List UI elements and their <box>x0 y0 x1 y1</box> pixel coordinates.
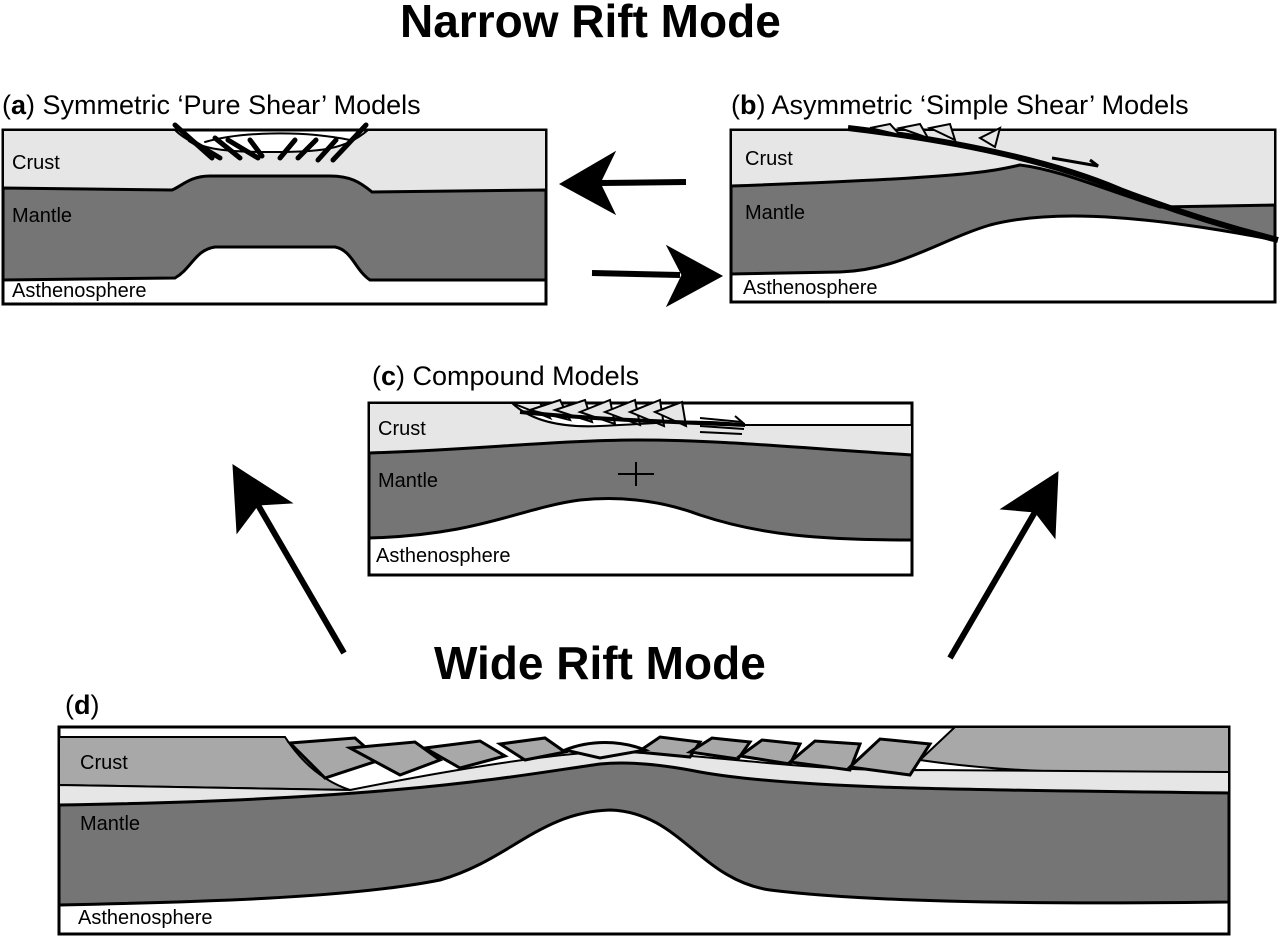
panel-d-title: (d) <box>65 690 100 720</box>
panel-d-tilted-blocks <box>286 735 933 780</box>
panel-d-mantle-label: Mantle <box>80 813 141 835</box>
panel-b-detachment-fault <box>847 125 1279 243</box>
panel-d-mantle <box>57 761 1231 907</box>
arrow-right-head <box>665 244 724 308</box>
panel-a-crust-label: Crust <box>12 152 60 174</box>
panel-a-mantle-label: Mantle <box>12 205 73 227</box>
panel-a <box>1 122 548 306</box>
panel-a-mantle <box>1 174 548 282</box>
arrow-left-head <box>558 150 617 216</box>
panel-c-cross-marker <box>618 462 654 486</box>
panel-c-title-text: Compound Models <box>412 361 640 391</box>
wide-rift-mode-title: Wide Rift Mode <box>434 637 766 689</box>
panel-c-title: (c) Compound Models <box>372 361 640 391</box>
panel-c-asthenosphere-label: Asthenosphere <box>376 545 511 567</box>
panel-a-asthenosphere-label: Asthenosphere <box>12 280 147 302</box>
panel-d <box>57 725 1231 936</box>
narrow-rift-mode-title: Narrow Rift Mode <box>400 0 781 47</box>
panel-a-letter: a <box>11 90 27 120</box>
arrow-upleft-head <box>232 464 294 535</box>
panel-a-faults <box>172 122 369 163</box>
panel-a-title: (a) Symmetric ‘Pure Shear’ Models <box>2 90 421 120</box>
panel-b-letter: b <box>740 90 757 120</box>
panel-d-letter: d <box>74 690 91 720</box>
panel-b-fault-blocks <box>869 122 1002 149</box>
panel-b-crust-label: Crust <box>745 148 793 170</box>
panel-c-shear-arrows <box>699 415 746 435</box>
panel-d-asthenosphere-label: Asthenosphere <box>78 907 213 929</box>
panel-b-asthenosphere-label: Asthenosphere <box>743 277 878 299</box>
panel-b <box>729 122 1279 304</box>
panel-d-crust-label: Crust <box>80 752 128 774</box>
panel-b-title-text: Asymmetric ‘Simple Shear’ Models <box>771 90 1189 120</box>
panel-c <box>367 398 914 577</box>
panel-c-crust-label: Crust <box>378 418 426 440</box>
panel-c-detachment <box>519 410 746 427</box>
panel-a-title-text: Symmetric ‘Pure Shear’ Models <box>42 90 421 120</box>
panel-c-letter: c <box>381 361 397 391</box>
panel-b-mantle-label: Mantle <box>745 202 806 224</box>
panel-b-title: (b) Asymmetric ‘Simple Shear’ Models <box>731 90 1189 120</box>
panel-d-crust-upper-right <box>917 726 1230 775</box>
arrow-upright-head <box>999 471 1059 540</box>
panel-b-shear-arrow <box>1051 156 1099 168</box>
arrows <box>232 150 1059 660</box>
panel-c-mantle <box>367 438 914 542</box>
panel-c-mantle-label: Mantle <box>378 470 439 492</box>
